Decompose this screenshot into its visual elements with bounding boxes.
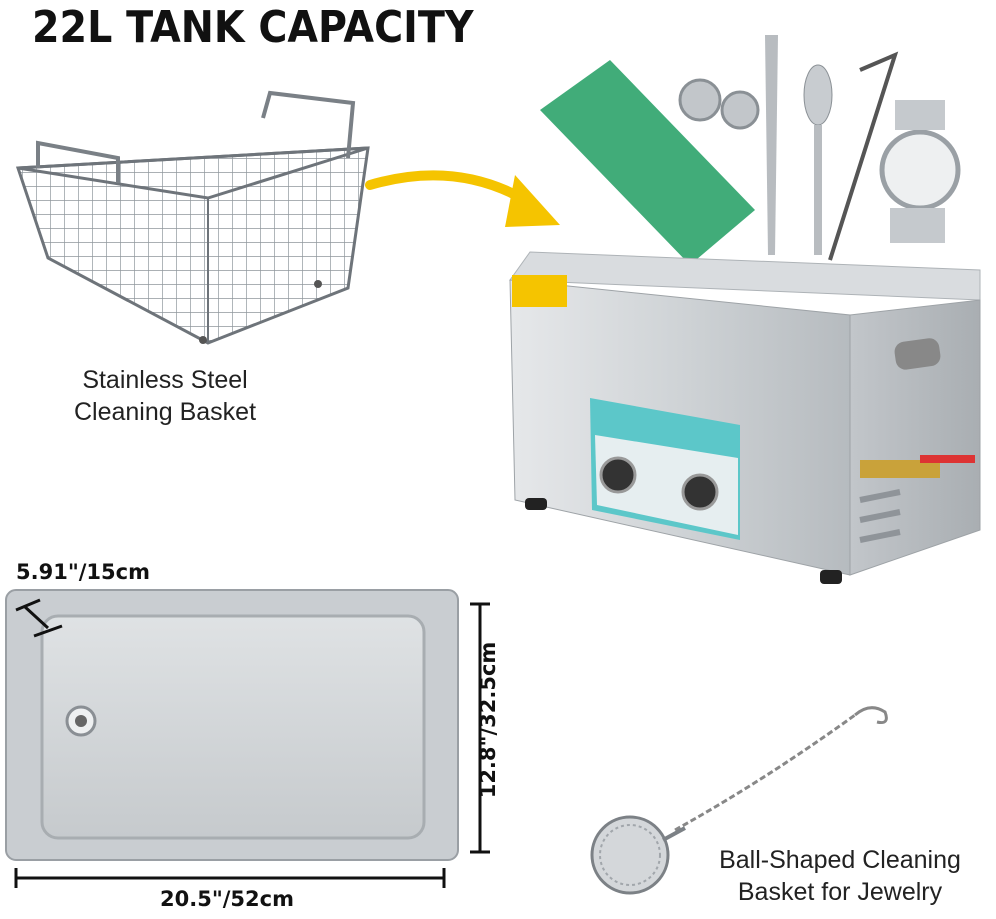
jewelry-caption-line1: Ball-Shaped Cleaning: [719, 846, 961, 874]
ultrasonic-cleaner-image: [509, 35, 981, 584]
jewelry-caption-line2: Basket for Jewelry: [737, 878, 943, 906]
height-dimension-label: 12.8"/32.5cm: [476, 641, 500, 799]
basket-caption-line2: Cleaning Basket: [73, 398, 257, 426]
tank-top-view-image: [5, 589, 490, 888]
basket-caption-line1: Stainless Steel: [82, 366, 248, 394]
arrow-icon: [365, 170, 560, 227]
page-title: 22L TANK CAPACITY: [32, 2, 474, 53]
jewelry-ball-basket-image: [590, 706, 888, 895]
wire-basket-image: [15, 90, 370, 345]
width-dimension-label: 20.5"/52cm: [160, 887, 294, 911]
basket-caption: Stainless Steel Cleaning Basket: [40, 364, 290, 428]
depth-dimension-label: 5.91"/15cm: [16, 560, 150, 584]
jewelry-basket-caption: Ball-Shaped Cleaning Basket for Jewelry: [690, 844, 990, 908]
